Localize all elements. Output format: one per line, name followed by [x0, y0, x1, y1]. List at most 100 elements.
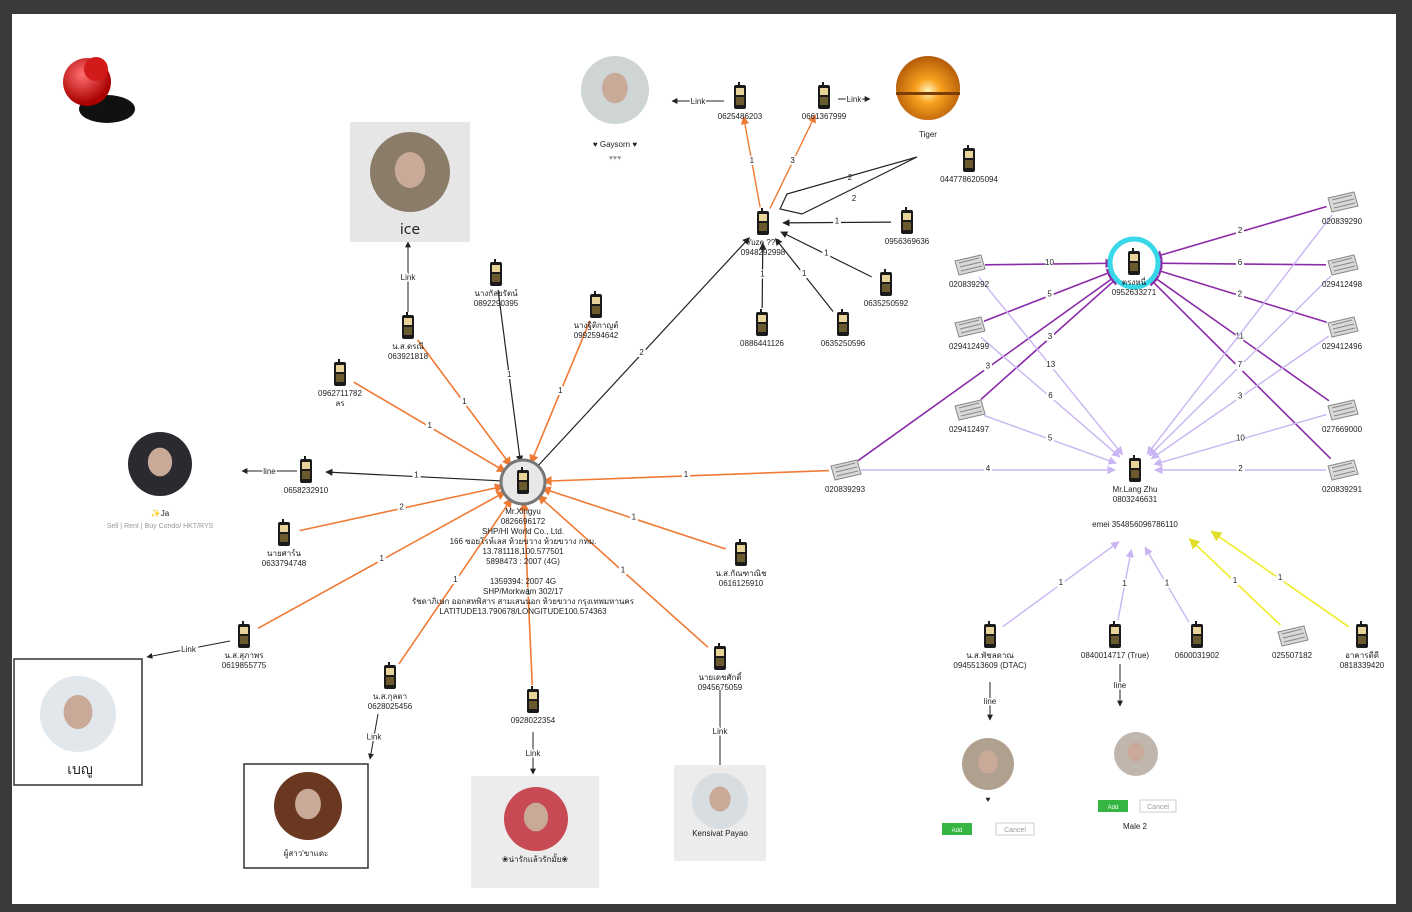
- phone-node-p_0625[interactable]: 0625486203: [718, 82, 763, 121]
- phone-node-p_0886[interactable]: 0886441126: [740, 309, 784, 348]
- avatar-naruk[interactable]: [504, 787, 568, 851]
- cancel-button-male2[interactable]: [1139, 799, 1177, 813]
- blurred-face: [523, 802, 549, 832]
- sunset-image: [896, 56, 960, 120]
- pin-icon: [63, 57, 135, 123]
- phone-node-p_0600[interactable]: 0600031902: [1175, 621, 1220, 660]
- phone-icon: [1191, 621, 1203, 648]
- phone-icon: [238, 621, 250, 648]
- edge-count: 1: [1165, 579, 1170, 588]
- edge-label-bg: [1056, 578, 1065, 588]
- landline-node-l_0255[interactable]: 025507182: [1272, 625, 1313, 660]
- phone-node-p_0840[interactable]: 0840014717 (True): [1081, 621, 1150, 660]
- phone-label: น.ส.พัชลดาณ: [966, 651, 1014, 660]
- add-button[interactable]: [942, 823, 972, 835]
- phone-node-p_0447[interactable]: 0447786205094: [940, 145, 998, 184]
- landline-node-l_0294127[interactable]: 029412497: [949, 399, 990, 434]
- link-phusao: [367, 713, 379, 760]
- edge-label-bg: [412, 470, 421, 480]
- avatar-gaysorn[interactable]: [581, 56, 649, 124]
- landline-label: 020839292: [949, 280, 990, 289]
- profile-hearts: ♥♥♥: [609, 155, 621, 162]
- landline-node-l_0294126[interactable]: 029412496: [1322, 316, 1363, 351]
- phone-icon: [963, 145, 975, 172]
- link-label: line: [1114, 681, 1127, 690]
- avatar-benyu[interactable]: [40, 676, 116, 752]
- edge-loop-0447: [779, 156, 918, 215]
- phone-label: 0625486203: [718, 112, 763, 121]
- phone-node-p_0635b[interactable]: 0635250596: [821, 309, 866, 348]
- avatar-kensivat[interactable]: [692, 773, 748, 829]
- edge-label-bg: [618, 565, 627, 575]
- phone-icon: [490, 259, 502, 286]
- edge-label-bg: [1230, 575, 1239, 585]
- edge-count: 2: [1238, 290, 1243, 299]
- phone-node-trong[interactable]: ตรงหนี่0952633271: [1107, 236, 1161, 297]
- phone-node-p_0928[interactable]: 0928022354: [511, 686, 556, 725]
- add-button-label: Add: [1108, 805, 1119, 811]
- blurred-face: [1127, 742, 1145, 762]
- edge-count: 1: [428, 421, 433, 430]
- phone-node-p_arkan[interactable]: อาคารดีดี0818339420: [1340, 621, 1385, 670]
- avatar-0945b[interactable]: [962, 738, 1014, 790]
- edge-label-bg: [758, 269, 767, 279]
- phone-label: LATITUDE13.790678/LONGITUDE100.574363: [439, 607, 607, 616]
- profile-name-naruk: ❀น่ารักแล้วรักมั้ย❀: [502, 853, 568, 864]
- phone-label: 0818339420: [1340, 661, 1385, 670]
- phone-node-p_0945[interactable]: นายเดชศักดิ์0945675059: [698, 643, 743, 692]
- phone-node-p_0992[interactable]: นางฐิติกาญต์0992594642: [574, 291, 619, 340]
- avatar-male2[interactable]: [1114, 732, 1158, 776]
- edge-count: 1: [632, 513, 637, 522]
- edge-count: 5: [1047, 290, 1052, 299]
- landline-node-l_0208392[interactable]: 020839292: [949, 254, 990, 289]
- edge-count: 4: [986, 464, 991, 473]
- landline-node-l_0208393[interactable]: 020839293: [825, 459, 866, 494]
- avatar-ja[interactable]: [128, 432, 192, 496]
- phone-node-p_0635a[interactable]: 0635250592: [864, 269, 909, 308]
- phone-label: 0633794748: [262, 559, 307, 568]
- phone-node-p_ice[interactable]: น.ส.ดรณี063921818: [388, 312, 429, 361]
- landline-node-l_0208390[interactable]: 020839290: [1322, 191, 1363, 226]
- phone-label: 0992594642: [574, 331, 619, 340]
- phone-icon: [1356, 621, 1368, 648]
- edge-label-bg: [637, 347, 646, 357]
- avatar-ice[interactable]: [370, 132, 450, 212]
- phone-label: น.ส.สุภาพร: [224, 651, 264, 660]
- landline-node-l_0208391[interactable]: 020839291: [1322, 459, 1363, 494]
- landline-label: 029412498: [1322, 280, 1363, 289]
- edge-count: 2: [639, 348, 644, 357]
- landline-node-l_0276[interactable]: 027669000: [1322, 399, 1363, 434]
- cancel-button[interactable]: [995, 822, 1035, 836]
- phone-node-p_0956[interactable]: 0956369636: [885, 207, 930, 246]
- edge-label-bg: [377, 553, 386, 563]
- edge-label-bg: [832, 216, 841, 226]
- edge-label-bg: [1045, 289, 1054, 299]
- profile-name-phusao: ผู้สาว'ขาแดะ: [284, 849, 329, 859]
- blurred-face: [394, 152, 426, 188]
- landline-node-l_0294128[interactable]: 029412498: [1322, 254, 1363, 289]
- avatar-tiger[interactable]: [896, 56, 960, 120]
- link-label: line: [984, 697, 997, 706]
- landline-label: 020839291: [1322, 485, 1363, 494]
- profile-name-benyu: เบญู: [67, 762, 93, 778]
- edge-count: 2: [1238, 226, 1243, 235]
- phone-label: 0886441126: [740, 339, 784, 348]
- phone-node-p_0658[interactable]: 0658232910: [284, 456, 329, 495]
- avatar-phusao[interactable]: [274, 772, 342, 840]
- phone-node-p_0892[interactable]: นางกัลยรัตน์0892290395: [474, 259, 519, 308]
- phone-node-p_0661[interactable]: 0661367999: [802, 82, 847, 121]
- phone-label: อาคารดีดี: [1345, 651, 1379, 660]
- phone-node-yuze[interactable]: Yuze ???0948292998: [741, 208, 786, 257]
- edge-label-bg: [1046, 331, 1055, 341]
- add-button-male2[interactable]: [1098, 800, 1128, 812]
- profile-name-gaysorn: ♥ Gaysorn ♥: [593, 140, 637, 149]
- landline-node-l_0294124[interactable]: 029412499: [949, 316, 990, 351]
